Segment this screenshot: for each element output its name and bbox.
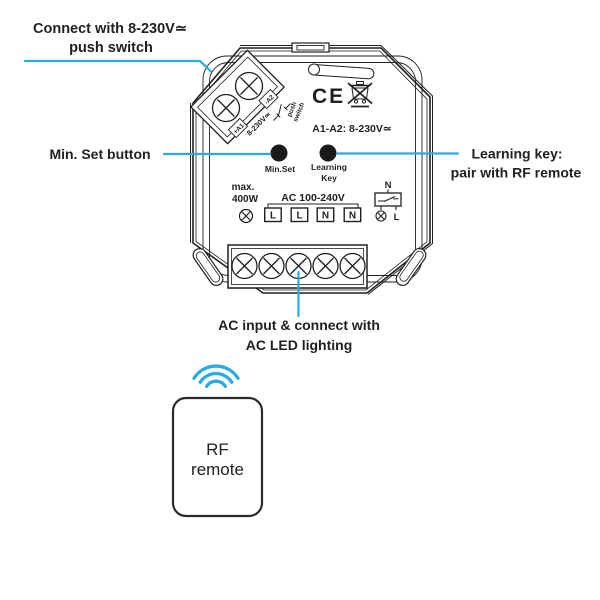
svg-text:Connect with 8-230V≃: Connect with 8-230V≃: [33, 21, 187, 37]
terminal-box-N1-label: N: [322, 211, 329, 222]
mounting-wing-left: [192, 248, 224, 286]
relay-output: N L: [374, 180, 402, 223]
max-power-label: max.: [232, 182, 255, 193]
push-terminal-screw-icon: [234, 71, 264, 101]
screw-terminal-icon: [258, 252, 285, 280]
learning-key-button-label2: Key: [321, 173, 337, 183]
callout-push-switch: Connect with 8-230V≃ push switch: [33, 21, 187, 56]
min-set-button-label: Min.Set: [265, 164, 295, 174]
terminal-box-N1: [316, 207, 335, 223]
terminal-box-L2: [290, 207, 309, 223]
terminal-box-L1-label: L: [270, 211, 276, 222]
push-switch-symbol-icon: [273, 103, 291, 121]
learning-key-button-label: Learning: [311, 162, 347, 172]
svg-text:AC input & connect with: AC input & connect with: [218, 317, 380, 333]
input-rating-label: AC 100-240V: [281, 192, 345, 204]
relay-switch-symbol-icon: [378, 196, 399, 202]
mounting-wing-right: [395, 248, 427, 286]
screw-terminal-icon: [285, 252, 312, 280]
relay-box: [374, 192, 402, 207]
input-rating-bracket: [267, 203, 359, 208]
device-rating-label: A1-A2: 8-230V≃: [312, 123, 392, 135]
svg-text:push switch: push switch: [69, 40, 153, 56]
terminal-box-N2: [343, 207, 362, 223]
wifi-signal-icon: [192, 364, 240, 389]
screw-terminal-icon: [339, 252, 366, 280]
callout-min-set: Min. Set button: [49, 146, 150, 162]
svg-text:Learning key:: Learning key:: [471, 146, 562, 162]
min-set-button: [270, 144, 288, 162]
lamp-icon: [375, 210, 387, 222]
input-terminal-boxes: L L N N: [264, 207, 362, 223]
max-power-value: 400W: [232, 194, 259, 205]
keyhole-slot: [308, 63, 375, 80]
rf-remote-label: RF: [206, 440, 229, 459]
screw-terminal-icon: [231, 252, 258, 280]
callout-learning-key: Learning key: pair with RF remote: [451, 146, 582, 181]
terminal-box-L1: [264, 207, 282, 223]
svg-text:pair with RF remote: pair with RF remote: [451, 165, 582, 181]
rf-remote: RF remote: [171, 396, 264, 518]
learning-key-button: [319, 144, 337, 162]
rf-remote-body: [171, 396, 264, 518]
ce-mark: CE: [312, 85, 345, 108]
mounting-tab: [291, 42, 330, 53]
screw-terminal-icon: [312, 252, 339, 280]
push-switch-caption: push switch: [286, 101, 306, 123]
terminal-box-L2-label: L: [296, 211, 302, 222]
svg-text:AC LED lighting: AC LED lighting: [246, 337, 353, 353]
terminal-box-N2-label: N: [349, 211, 356, 222]
lamp-icon: [238, 208, 254, 224]
weee-icon: [347, 81, 373, 108]
device-outline-inner: [195, 50, 428, 291]
rf-remote-label2: remote: [191, 460, 244, 479]
callout-ac-input: AC input & connect with AC LED lighting: [218, 317, 380, 353]
relay-n-label: N: [385, 180, 392, 191]
push-terminal-screw-icon: [211, 93, 241, 123]
relay-l-label: L: [394, 212, 400, 223]
leader-push-switch: [23, 59, 213, 73]
